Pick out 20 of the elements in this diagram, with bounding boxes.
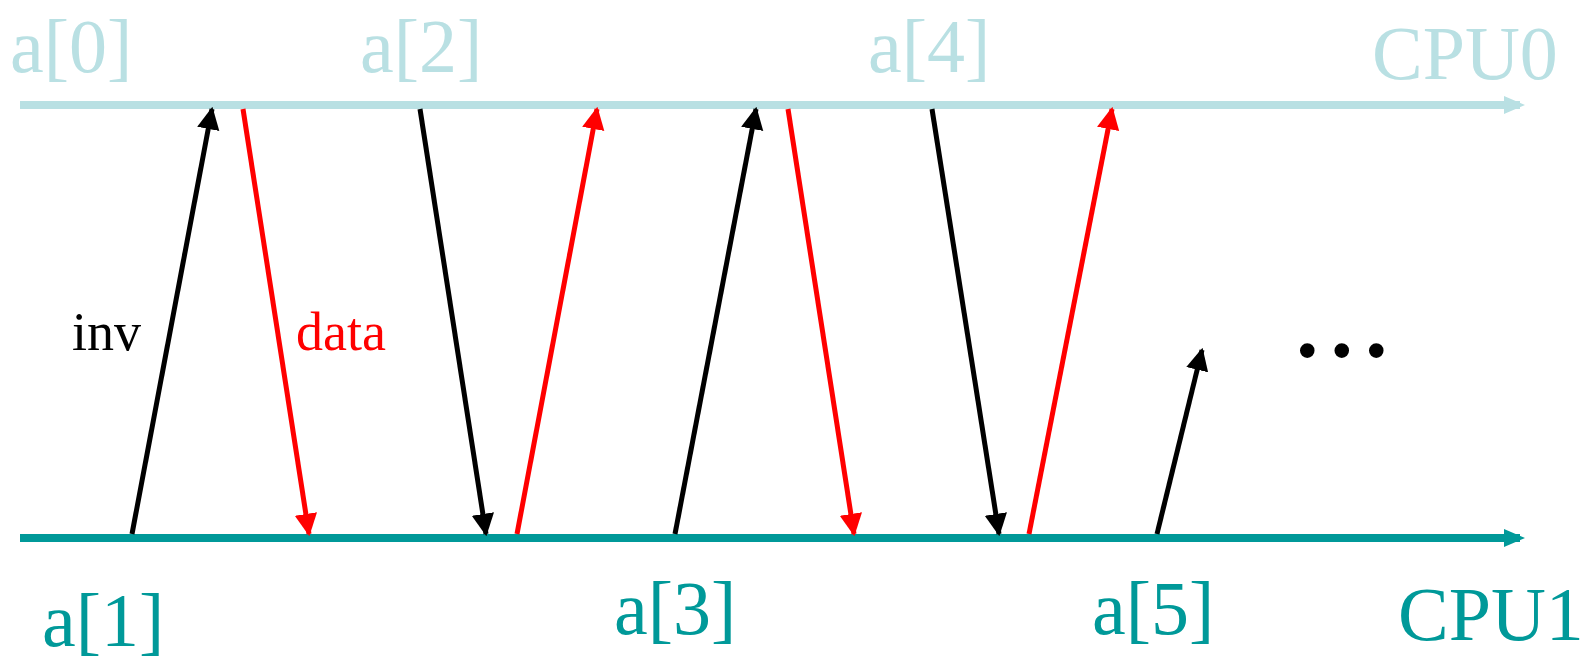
arrow: [929, 108, 1007, 537]
edge-label: data: [296, 305, 386, 359]
arrow: [240, 108, 317, 537]
ellipsis: ...: [1296, 282, 1400, 372]
arrow: [672, 106, 764, 535]
element-label: a[3]: [614, 570, 737, 646]
cpu-label: CPU0: [1372, 15, 1558, 91]
element-label: a[5]: [1092, 570, 1215, 646]
edge-label: inv: [72, 305, 141, 359]
arrow: [1026, 106, 1120, 535]
arrow: [785, 108, 862, 537]
arrow: [514, 106, 605, 535]
arrow: [1154, 347, 1209, 535]
element-label: a[1]: [42, 582, 165, 658]
element-label: a[4]: [868, 8, 991, 84]
element-label: a[2]: [360, 8, 483, 84]
element-label: a[0]: [10, 8, 133, 84]
arrow: [417, 108, 494, 537]
arrow: [129, 106, 220, 535]
cpu-label: CPU1: [1398, 576, 1584, 652]
